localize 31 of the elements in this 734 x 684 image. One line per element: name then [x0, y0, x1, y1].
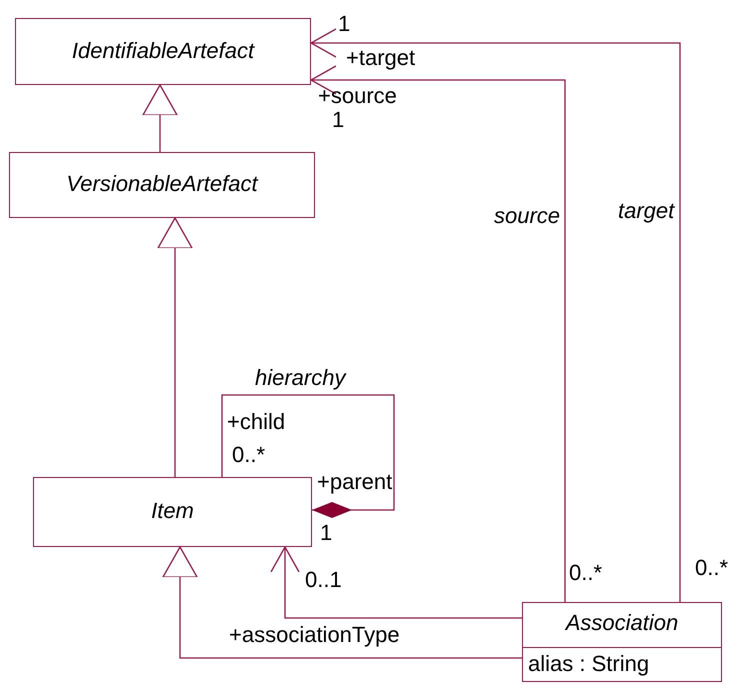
edge-label: target	[618, 199, 674, 223]
attribute-text: alias : String	[528, 652, 650, 676]
association-arrow	[310, 65, 566, 602]
role-label: +associationType	[229, 623, 400, 647]
role-label: +child	[227, 410, 286, 434]
multiplicity-label: 0..*	[232, 443, 266, 467]
edge-label: source	[494, 204, 560, 228]
multiplicity-label: 1	[320, 521, 332, 545]
multiplicity-label: 0..1	[305, 568, 342, 592]
class-name: IdentifiableArtefact	[70, 38, 256, 62]
multiplicity-label: 0..*	[695, 556, 728, 580]
class-box	[522, 602, 722, 682]
class-box	[15, 18, 311, 85]
generalization-arrow	[157, 217, 193, 477]
association-arrow	[310, 28, 681, 602]
composition-line	[221, 394, 395, 518]
multiplicity-label: 1	[332, 108, 344, 132]
class-name: Association	[564, 611, 680, 635]
role-label: +source	[318, 84, 397, 108]
role-label: +parent	[317, 470, 392, 494]
class-name: Item	[150, 499, 195, 523]
class-box	[33, 477, 312, 547]
generalization-arrow	[162, 546, 522, 659]
class-box	[9, 152, 315, 218]
multiplicity-label: 0..*	[569, 561, 602, 585]
edge-label: hierarchy	[255, 366, 346, 390]
role-label: +target	[346, 46, 416, 70]
multiplicity-label: 1	[338, 12, 350, 36]
class-name: VersionableArtefact	[65, 172, 260, 196]
generalization-arrow	[142, 84, 178, 152]
association-arrow	[270, 546, 522, 619]
